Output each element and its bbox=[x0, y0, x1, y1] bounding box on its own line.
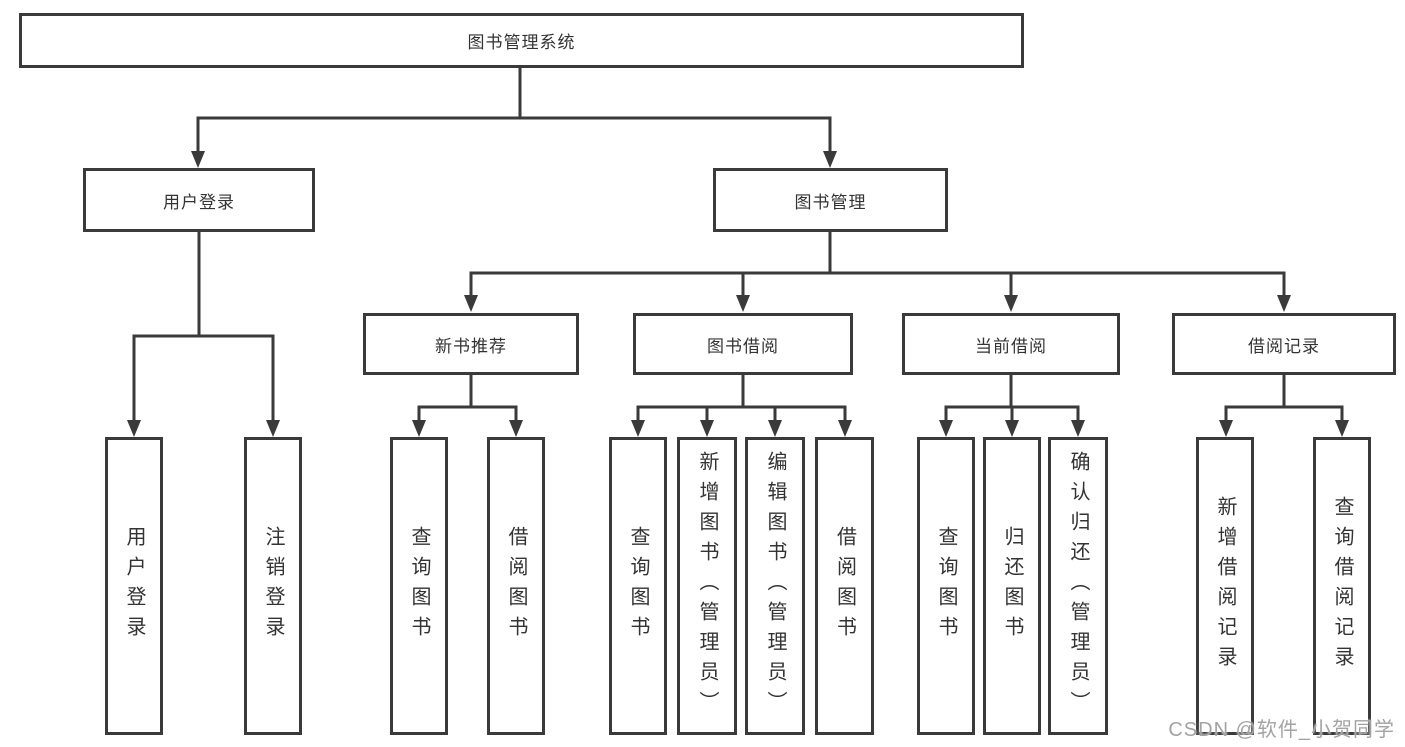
node-borrow-records: 借阅记录 bbox=[1172, 313, 1396, 375]
leaf-label: 归还图书 bbox=[1001, 526, 1023, 646]
arrow-down-icon bbox=[1277, 295, 1291, 312]
arrow-down-icon bbox=[1219, 420, 1233, 437]
node-label: 图书管理 bbox=[794, 192, 867, 212]
arrow-down-icon bbox=[700, 420, 714, 437]
arrow-down-icon bbox=[464, 295, 478, 312]
arrow-down-icon bbox=[1335, 420, 1349, 437]
node-label: 借阅记录 bbox=[1248, 336, 1320, 356]
leaf-logout: 注销登录 bbox=[244, 437, 302, 735]
leaf-add-books-admin: 新增图书（管理员） bbox=[677, 437, 737, 735]
connector-stems bbox=[132, 66, 1344, 421]
leaf-user-login: 用户登录 bbox=[105, 437, 163, 735]
node-label: 当前借阅 bbox=[975, 336, 1047, 356]
leaf-label: 查询借阅记录 bbox=[1331, 496, 1353, 676]
leaf-query-books-current: 查询图书 bbox=[917, 437, 975, 735]
leaf-add-borrow-record: 新增借阅记录 bbox=[1196, 437, 1254, 735]
arrow-down-icon bbox=[631, 420, 645, 437]
node-library-management-system: 图书管理系统 bbox=[19, 13, 1024, 68]
node-label: 用户登录 bbox=[163, 192, 235, 212]
leaf-label: 注销登录 bbox=[262, 526, 284, 646]
leaf-borrow-books: 借阅图书 bbox=[815, 437, 874, 735]
leaf-edit-books-admin: 编辑图书（管理员） bbox=[745, 437, 805, 735]
node-label: 图书借阅 bbox=[707, 336, 779, 356]
node-label: 图书管理系统 bbox=[467, 33, 576, 52]
leaf-query-books-recommend: 查询图书 bbox=[390, 437, 448, 735]
arrow-down-icon bbox=[127, 420, 141, 437]
arrow-down-icon bbox=[1005, 420, 1019, 437]
node-new-book-recommend: 新书推荐 bbox=[363, 313, 579, 375]
leaf-confirm-return-admin: 确认归还（管理员） bbox=[1048, 437, 1108, 735]
leaf-label: 确认归还（管理员） bbox=[1067, 451, 1089, 721]
leaf-query-borrow-record: 查询借阅记录 bbox=[1313, 437, 1371, 735]
arrow-down-icon bbox=[191, 151, 205, 168]
csdn-watermark: CSDN @软件_小贺同学 bbox=[1168, 719, 1395, 741]
leaf-label: 借阅图书 bbox=[833, 526, 856, 646]
leaf-label: 用户登录 bbox=[123, 526, 145, 646]
leaf-return-books: 归还图书 bbox=[983, 437, 1041, 735]
node-current-borrow: 当前借阅 bbox=[902, 313, 1120, 375]
arrow-down-icon bbox=[736, 295, 750, 312]
leaf-borrow-books-recommend: 借阅图书 bbox=[487, 437, 545, 735]
leaf-label: 借阅图书 bbox=[505, 526, 527, 646]
arrow-down-icon bbox=[509, 420, 523, 437]
arrow-down-icon bbox=[939, 420, 953, 437]
leaf-label: 新增图书（管理员） bbox=[696, 451, 718, 721]
arrow-down-icon bbox=[266, 420, 280, 437]
arrow-down-icon bbox=[1004, 295, 1018, 312]
leaf-query-books-borrow: 查询图书 bbox=[609, 437, 667, 735]
node-label: 新书推荐 bbox=[435, 336, 507, 356]
leaf-label: 编辑图书（管理员） bbox=[764, 451, 786, 721]
leaf-label: 查询图书 bbox=[935, 526, 957, 646]
arrow-down-icon bbox=[838, 420, 852, 437]
arrow-down-icon bbox=[412, 420, 426, 437]
leaf-label: 查询图书 bbox=[627, 526, 649, 646]
leaf-label: 新增借阅记录 bbox=[1214, 496, 1236, 676]
arrow-down-icon bbox=[823, 151, 837, 168]
arrow-down-icon bbox=[1071, 420, 1085, 437]
leaf-label: 查询图书 bbox=[408, 526, 430, 646]
node-book-borrow: 图书借阅 bbox=[633, 313, 853, 375]
arrow-down-icons bbox=[127, 151, 1349, 437]
arrow-down-icon bbox=[768, 420, 782, 437]
node-book-management: 图书管理 bbox=[713, 168, 948, 232]
node-user-login: 用户登录 bbox=[83, 168, 315, 232]
